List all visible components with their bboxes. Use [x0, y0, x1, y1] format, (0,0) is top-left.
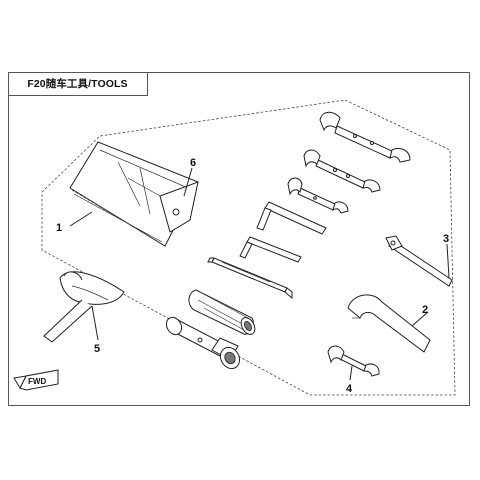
screwdriver-handle — [188, 289, 256, 335]
direction-label: FWD — [28, 377, 46, 386]
callout-5: 5 — [94, 343, 100, 355]
leader-3 — [446, 243, 450, 279]
leader-6 — [183, 167, 193, 197]
spark-plug-handle-bar — [385, 235, 453, 287]
kit-boundary — [41, 99, 456, 396]
diagram-frame — [8, 72, 470, 406]
small-open-wrench — [327, 345, 380, 377]
hook-spanner — [347, 294, 431, 353]
funnel — [43, 271, 125, 343]
socket-tube-wrench — [165, 316, 241, 370]
screwdriver-shaft — [207, 257, 293, 300]
hex-key-small — [239, 236, 302, 263]
tool-bag — [69, 141, 199, 247]
leader-2 — [411, 311, 429, 327]
leader-4 — [349, 365, 353, 381]
callout-4: 4 — [346, 383, 353, 395]
double-open-wrench-large — [319, 111, 411, 163]
leader-5 — [91, 305, 99, 341]
diagram-title: F20随车工具/TOOLS — [27, 78, 128, 90]
callout-2: 2 — [422, 304, 428, 316]
callout-1: 1 — [56, 222, 62, 234]
leader-1 — [69, 211, 93, 227]
hex-key-large — [256, 201, 327, 235]
callout-3: 3 — [443, 233, 449, 245]
double-open-wrench-medium — [303, 149, 381, 193]
title-box: F20随车工具/TOOLS — [8, 72, 148, 96]
direction-indicator: FWD — [13, 369, 59, 391]
double-open-wrench-small — [287, 177, 349, 214]
callout-6: 6 — [190, 157, 196, 169]
